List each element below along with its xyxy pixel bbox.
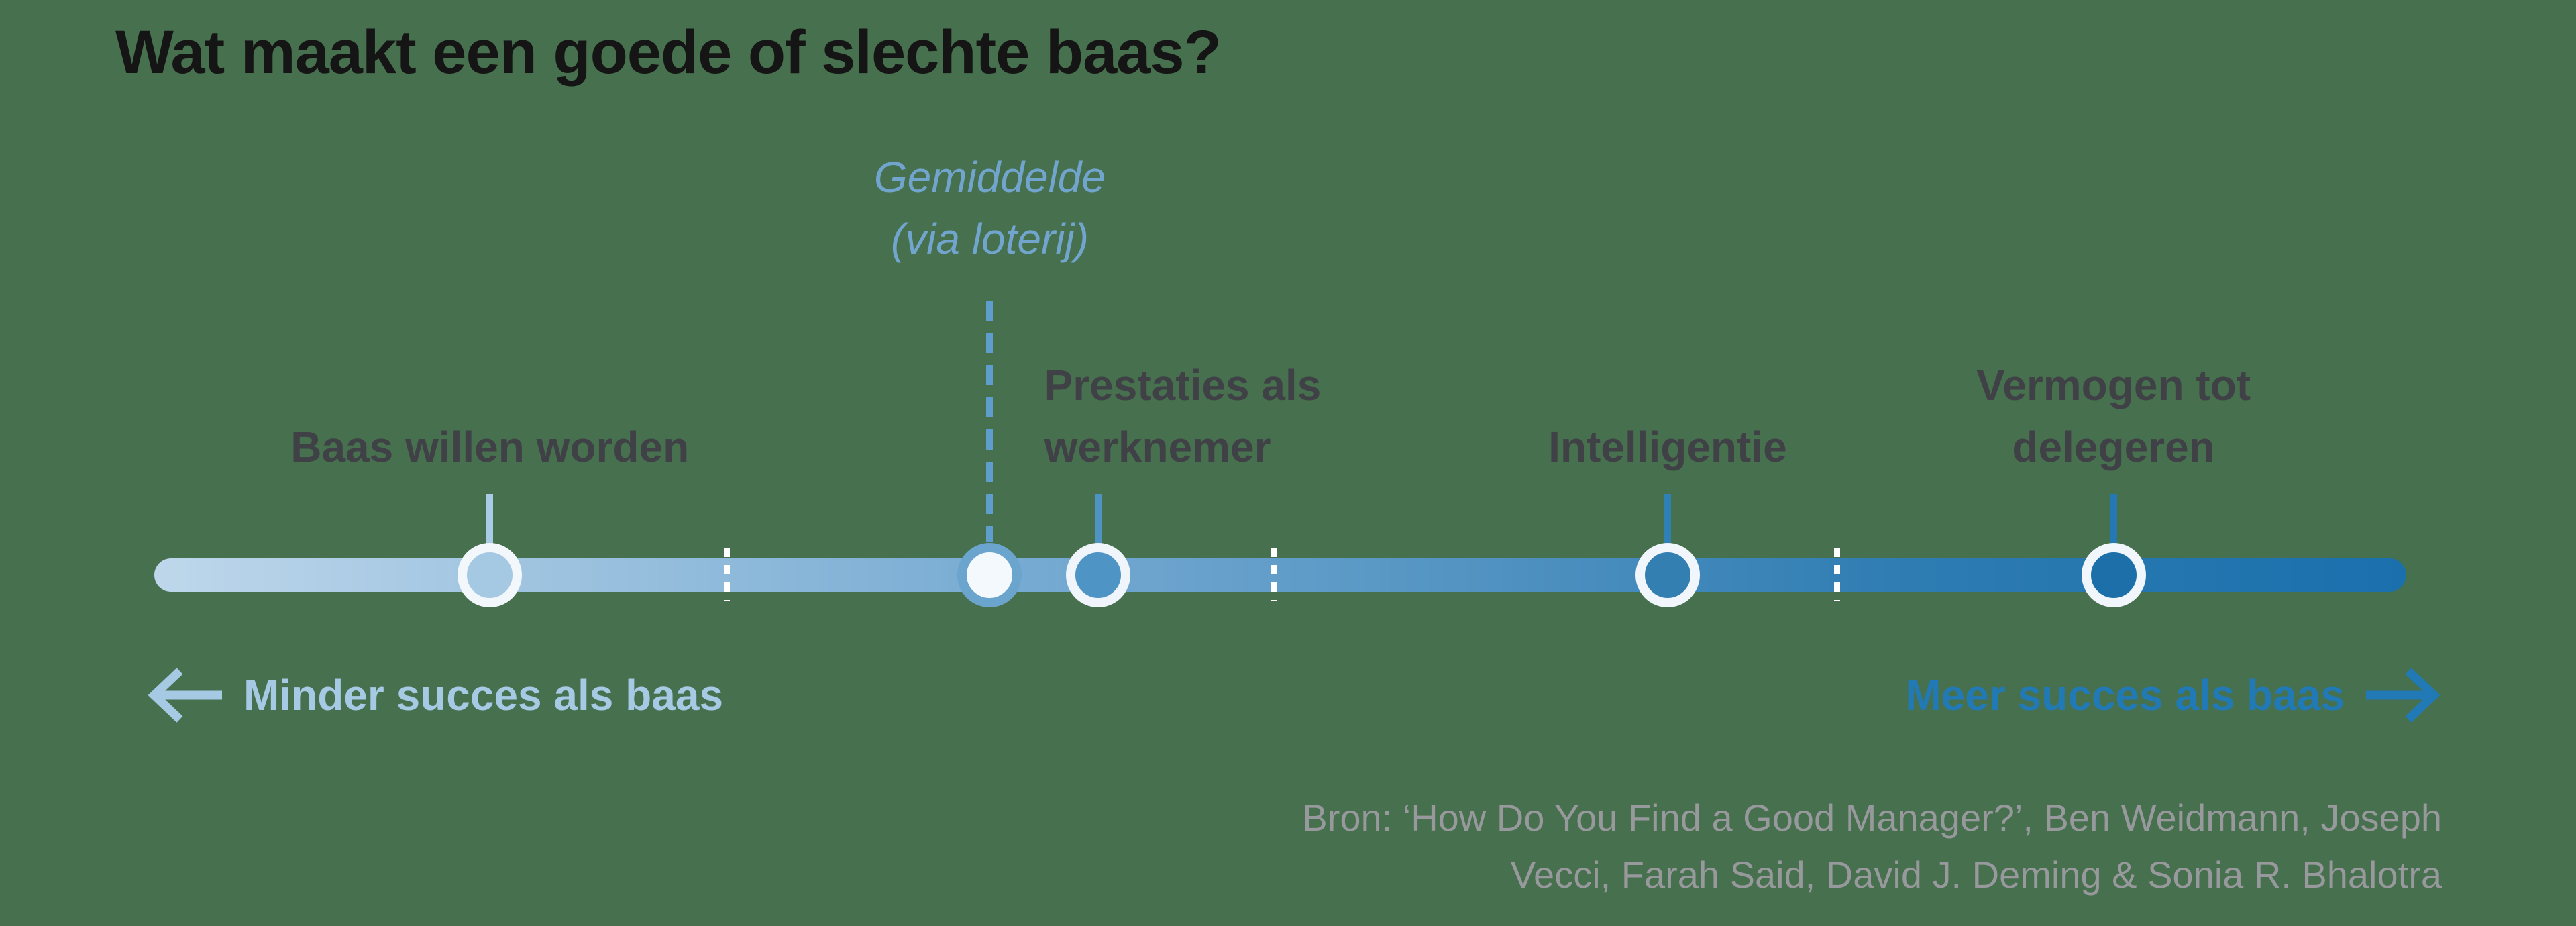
axis-less-success: Minder succes als baas [146,666,723,725]
source-line-2: Vecci, Farah Said, David J. Deming & Son… [1510,854,2442,896]
source-credit: Bron: ‘How Do You Find a Good Manager?’,… [1302,789,2442,903]
label-intelligentie: Intelligentie [1548,416,1787,478]
tick-mark [1271,548,1277,601]
label-line: Gemiddelde [873,153,1106,201]
axis-more-success: Meer succes als baas [1905,666,2442,725]
label-line: werknemer [1044,423,1271,471]
axis-more-success-label: Meer succes als baas [1905,671,2345,719]
label-baas-willen-worden: Baas willen worden [290,416,689,478]
marker-prestaties-als-werknemer [1065,543,1130,607]
right-arrow-icon [2366,668,2440,723]
marker-baas-willen-worden [458,543,523,607]
connector-intelligentie [1664,494,1671,546]
label-line: Prestaties als [1044,361,1322,409]
tick-mark [1833,548,1840,601]
connector-prestaties-als-werknemer [1094,494,1102,546]
page-title: Wat maakt een goede of slechte baas? [115,18,1222,87]
label-vermogen-tot-delegeren: Vermogen tot delegeren [1976,354,2251,478]
label-gemiddelde: Gemiddelde (via loterij) [874,146,1106,270]
axis-less-success-label: Minder succes als baas [244,671,724,719]
connector-vermogen-tot-delegeren [2110,494,2117,546]
marker-intelligentie [1635,543,1700,607]
label-line: Intelligentie [1548,423,1787,471]
connector-gemiddelde [986,301,994,542]
label-line: Vermogen tot [1976,361,2251,409]
label-line: Baas willen worden [290,423,690,471]
marker-gemiddelde [957,543,1022,607]
label-line: (via loterij) [890,215,1089,263]
source-line-1: Bron: ‘How Do You Find a Good Manager?’,… [1302,796,2442,839]
left-arrow-icon [148,668,222,723]
marker-vermogen-tot-delegeren [2081,543,2146,607]
connector-baas-willen-worden [486,494,494,546]
label-prestaties-als-werknemer: Prestaties als werknemer [1044,354,1322,478]
timeline-bar [154,558,2406,592]
tick-mark [723,548,730,601]
label-line: delegeren [2012,423,2215,471]
